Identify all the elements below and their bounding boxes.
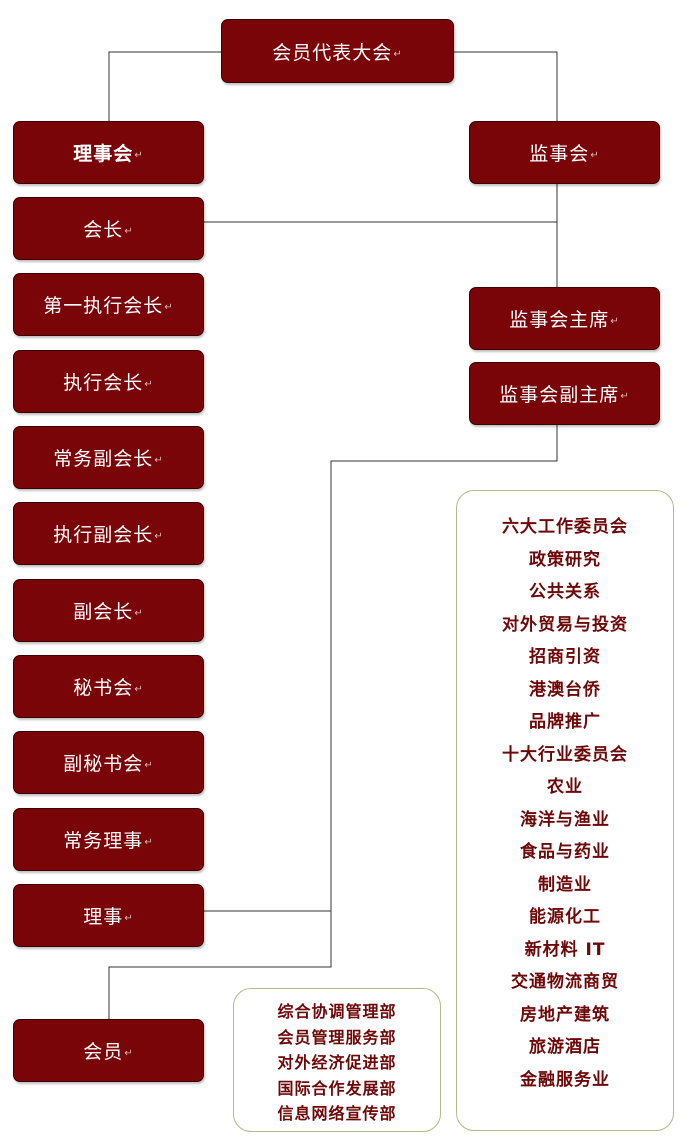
committee-item: 房地产建筑 xyxy=(520,1004,610,1025)
supervisory-chair-label: 监事会主席 xyxy=(509,309,610,331)
role-label: 会长 xyxy=(83,219,124,241)
role-label: 常务理事 xyxy=(63,830,144,852)
role-label: 理事会 xyxy=(73,143,134,165)
supervisory-vice-chair-label: 监事会副主席 xyxy=(499,384,620,406)
standing-vice-president-box: 常务副会长↵ xyxy=(13,426,204,489)
role-label: 第一执行会长 xyxy=(43,295,164,317)
supervisory-chair-box: 监事会主席↵ xyxy=(469,287,660,350)
vice-president-box: 副会长↵ xyxy=(13,579,204,642)
executive-president-box: 执行会长↵ xyxy=(13,350,204,413)
committee-item: 农业 xyxy=(547,777,583,797)
role-label: 常务副会长 xyxy=(53,448,154,470)
supervisory-vice-chair-box: 监事会副主席↵ xyxy=(469,362,660,425)
department-item: 对外经济促进部 xyxy=(277,1053,397,1072)
role-label: 秘书会 xyxy=(73,677,134,699)
role-label: 执行副会长 xyxy=(53,524,154,546)
committee-item: 能源化工 xyxy=(529,907,601,927)
committee-item: 制造业 xyxy=(538,874,592,895)
committee-item: 交通物流商贸 xyxy=(511,972,619,992)
members-congress-box: 会员代表大会↵ xyxy=(221,19,454,83)
committees-panel: 六大工作委员会 政策研究 公共关系 对外贸易与投资 招商引资 港澳台侨 品牌推广… xyxy=(456,490,674,1131)
role-label: 执行会长 xyxy=(63,372,144,394)
department-item: 会员管理服务部 xyxy=(277,1027,397,1047)
committee-item: 招商引资 xyxy=(529,647,601,667)
department-item: 综合协调管理部 xyxy=(277,1002,397,1021)
committee-item: 海洋与渔业 xyxy=(520,809,610,830)
director-box: 理事↵ xyxy=(13,884,204,947)
member-label: 会员 xyxy=(83,1041,124,1063)
executive-vice-president-box: 执行副会长↵ xyxy=(13,502,204,565)
supervisory-board-box: 监事会↵ xyxy=(469,121,660,184)
president-box: 会长↵ xyxy=(13,197,204,260)
role-label: 理事 xyxy=(83,906,124,928)
committee-item: 对外贸易与投资 xyxy=(502,614,628,635)
deputy-secretariat-box: 副秘书会↵ xyxy=(13,731,204,794)
departments-panel: 综合协调管理部 会员管理服务部 对外经济促进部 国际合作发展部 信息网络宣传部 xyxy=(233,988,441,1132)
members-congress-label: 会员代表大会 xyxy=(272,41,393,64)
committee-item: 食品与药业 xyxy=(520,842,610,862)
committee-item: 十大行业委员会 xyxy=(502,744,628,765)
committee-item: 港澳台侨 xyxy=(529,679,601,700)
committee-item: 金融服务业 xyxy=(520,1069,610,1090)
committee-item: 公共关系 xyxy=(529,582,601,602)
role-label: 副会长 xyxy=(73,601,134,623)
supervisory-board-label: 监事会 xyxy=(529,143,590,165)
committee-item: 政策研究 xyxy=(529,549,601,570)
council-box: 理事会↵ xyxy=(13,121,204,184)
member-box: 会员↵ xyxy=(13,1019,204,1082)
department-item: 信息网络宣传部 xyxy=(277,1104,397,1123)
committee-item: 六大工作委员会 xyxy=(502,517,628,537)
committee-item: 旅游酒店 xyxy=(529,1037,601,1057)
department-item: 国际合作发展部 xyxy=(277,1078,397,1098)
standing-director-box: 常务理事↵ xyxy=(13,808,204,871)
committee-item: 新材料 IT xyxy=(524,939,606,960)
first-executive-president-box: 第一执行会长↵ xyxy=(13,273,204,336)
committee-item: 品牌推广 xyxy=(529,712,601,732)
role-label: 副秘书会 xyxy=(63,753,144,775)
secretariat-box: 秘书会↵ xyxy=(13,655,204,718)
